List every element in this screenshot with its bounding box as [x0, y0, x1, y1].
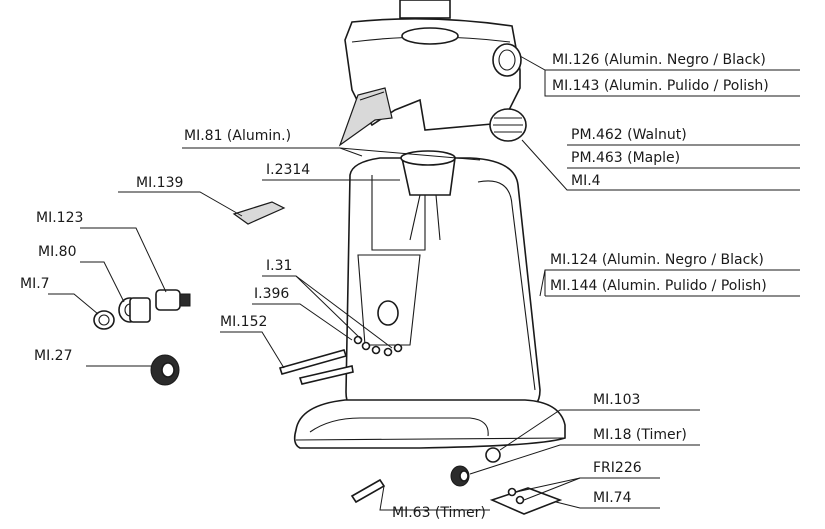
label-ml103: MI.103 [593, 392, 641, 408]
label-ml7: MI.7 [20, 276, 50, 292]
label-pm463: PM.463 (Maple) [571, 150, 681, 166]
label-ml126: MI.126 (Alumin. Negro / Black) [552, 52, 766, 68]
front-recess [357, 254, 421, 346]
label-ml80: MI.80 [38, 244, 77, 260]
side-parts [93, 201, 386, 504]
ml139-part [232, 201, 286, 225]
top-opening [401, 27, 459, 45]
top-housing [338, 0, 522, 147]
label-fri226: FRI226 [593, 460, 642, 476]
wood-knob [489, 108, 527, 142]
ml152-pin-a [278, 349, 348, 375]
ml152-pin-b [298, 365, 354, 385]
label-ml144: MI.144 (Alumin. Pulido / Polish) [550, 278, 767, 294]
label-ml18: MI.18 (Timer) [593, 427, 687, 443]
front-hole [377, 300, 399, 326]
ml103-part [485, 447, 501, 463]
label-i396: I.396 [254, 286, 290, 302]
hopper-neck [399, 0, 451, 19]
label-pm462: PM.462 (Walnut) [571, 127, 687, 143]
grind-chamber [371, 175, 426, 251]
label-i31: I.31 [266, 258, 293, 274]
label-ml139: MI.139 [136, 175, 184, 191]
label-ml124: MI.124 (Alumin. Negro / Black) [550, 252, 764, 268]
ml126-knob [492, 43, 522, 77]
ml63-part [350, 478, 386, 504]
label-i2314: I.2314 [266, 162, 311, 178]
main-body [345, 150, 541, 420]
ml74-plate [489, 487, 563, 515]
leader-lines [48, 55, 800, 511]
ml123-part [155, 289, 181, 311]
label-ml81: MI.81 (Alumin.) [184, 128, 292, 144]
label-ml63: MI.63 (Timer) [392, 505, 486, 521]
base [293, 399, 566, 449]
label-ml123: MI.123 [36, 210, 84, 226]
label-ml27: MI.27 [34, 348, 73, 364]
label-ml4: MI.4 [571, 173, 601, 189]
label-ml152: MI.152 [220, 314, 268, 330]
ml7-part [93, 310, 115, 330]
label-ml143: MI.143 (Alumin. Pulido / Polish) [552, 78, 769, 94]
chute-spout [338, 87, 393, 147]
label-ml74: MI.74 [593, 490, 632, 506]
